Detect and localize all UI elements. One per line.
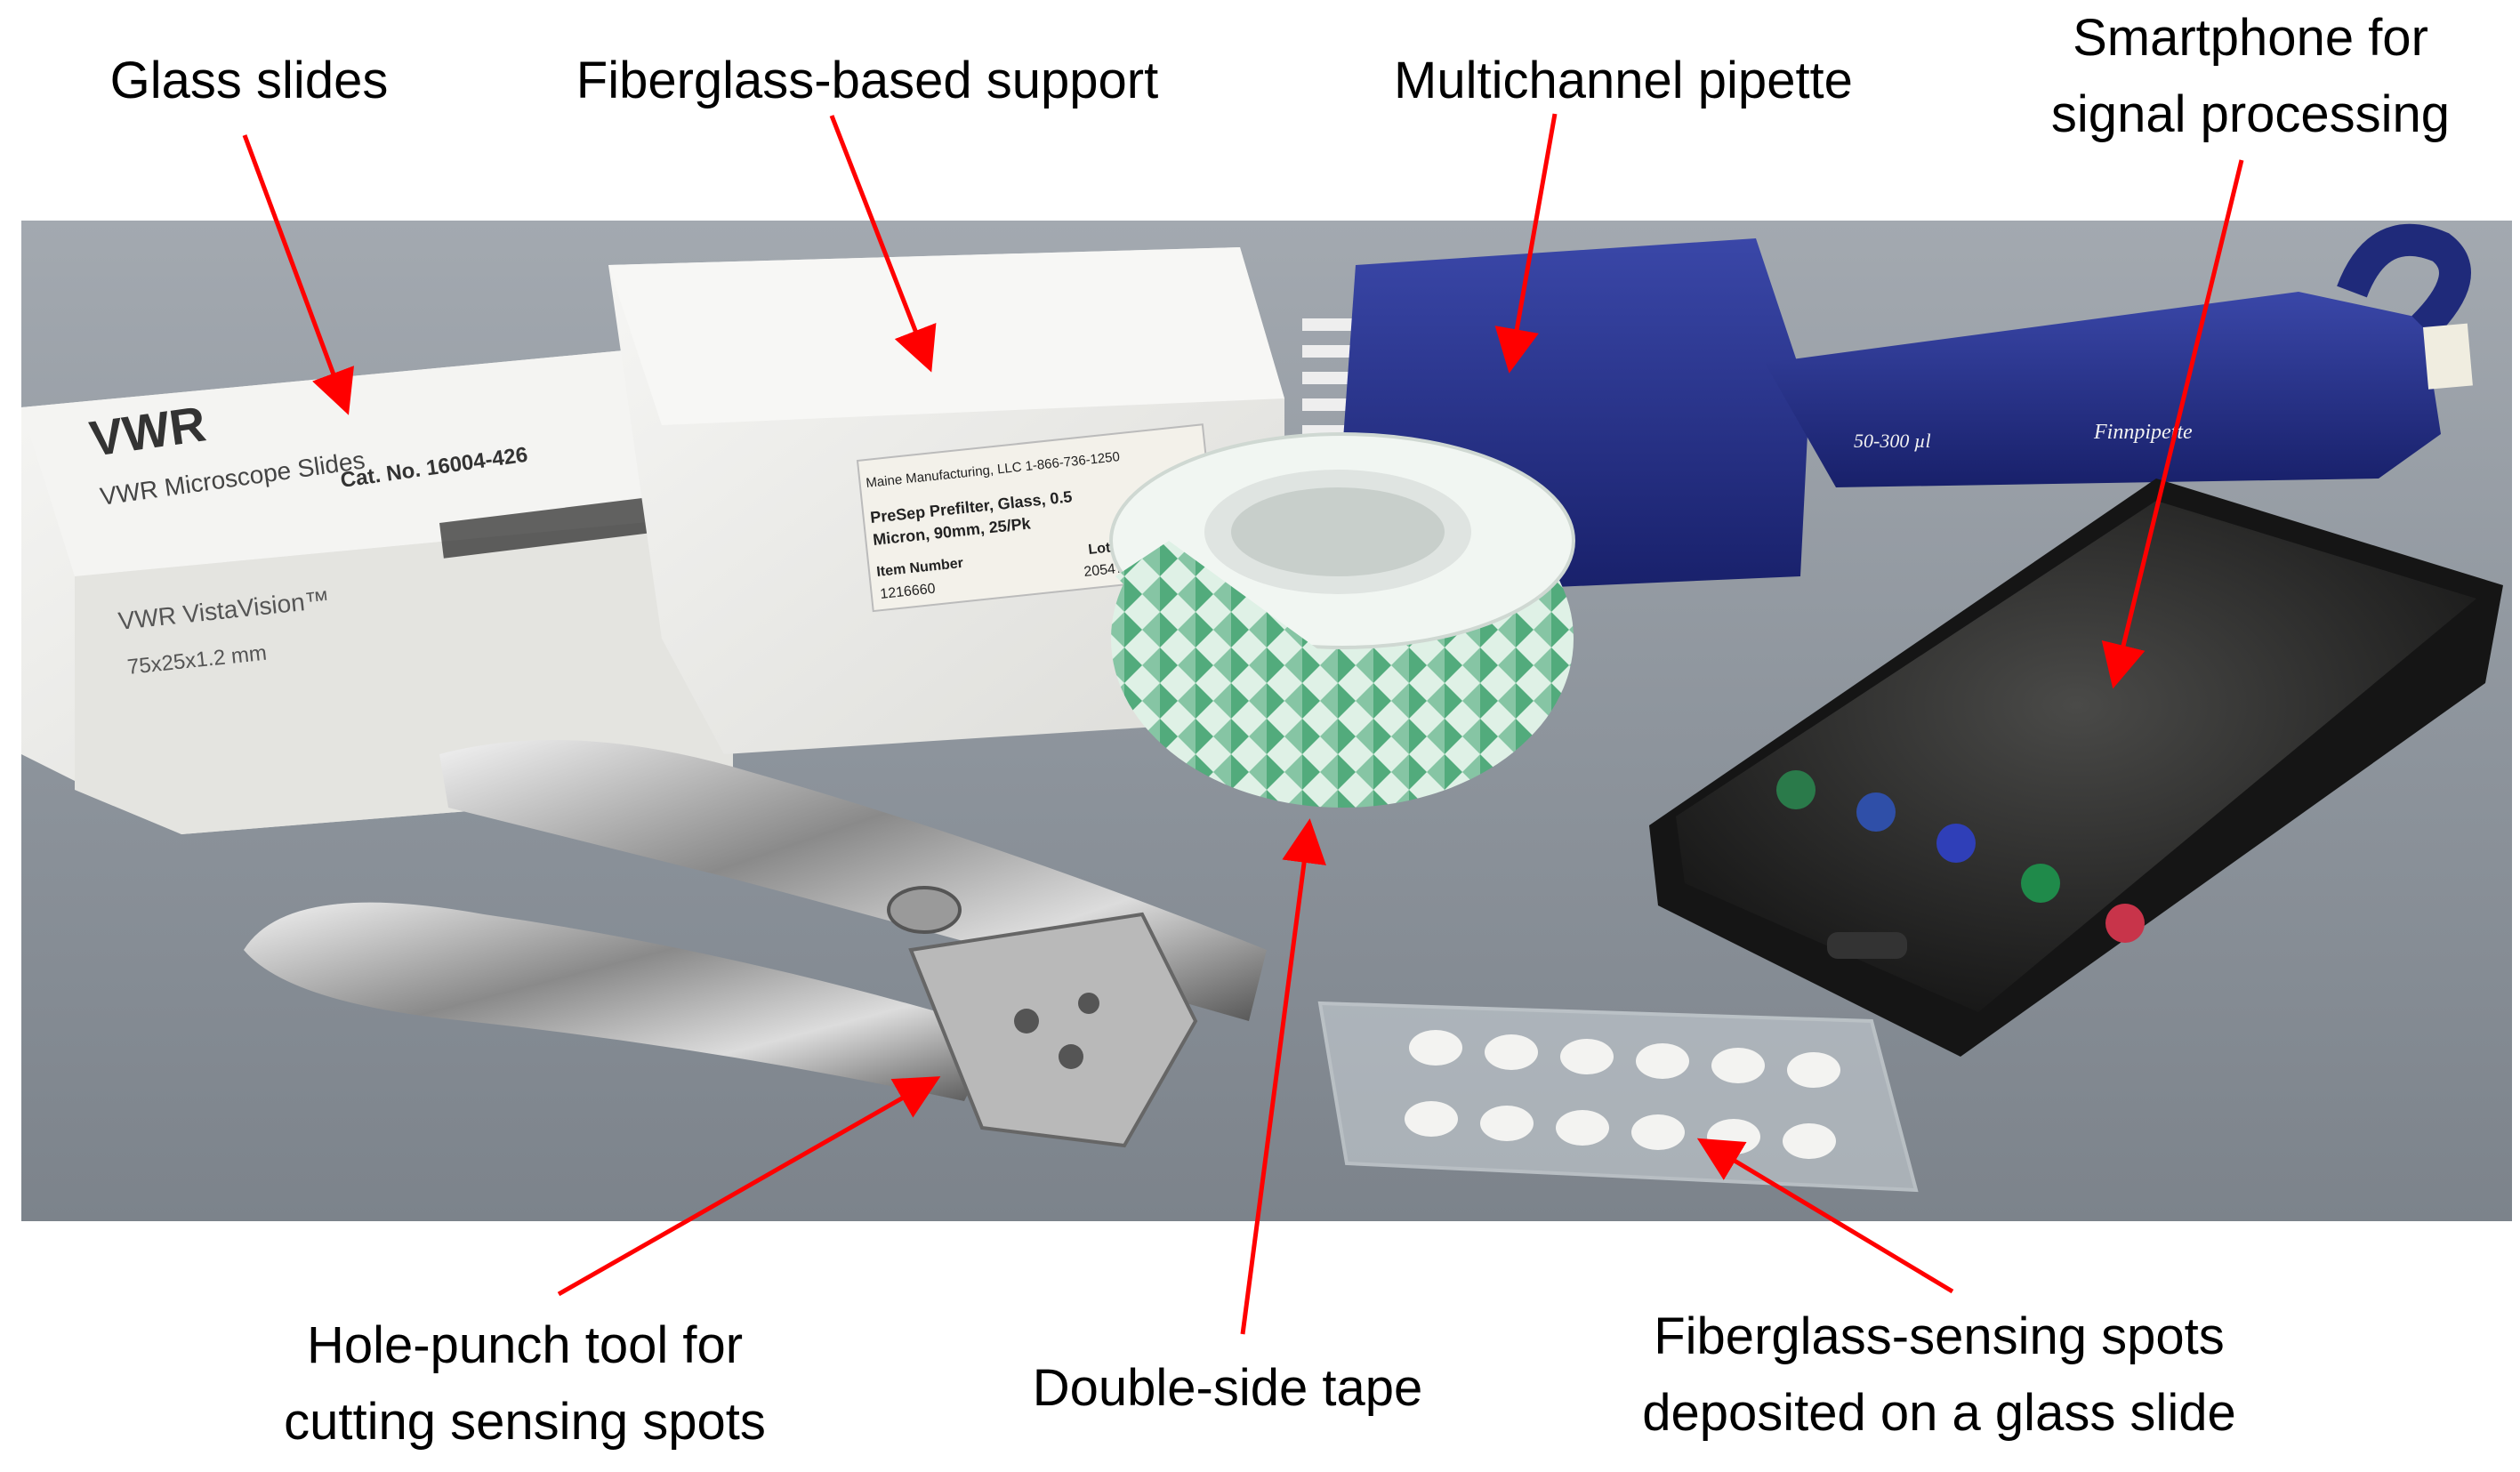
double-side-tape (1109, 432, 1575, 808)
label-smartphone: Smartphone for signal processing (2050, 9, 2451, 143)
label-hole-punch: Hole-punch tool for cutting sensing spot… (284, 1316, 766, 1451)
label-fiberglass-support: Fiberglass-based support (576, 52, 1159, 109)
sensing-spot (1556, 1110, 1609, 1146)
sensing-spot (1711, 1048, 1765, 1083)
sensing-spot (1707, 1119, 1760, 1154)
photo-illustration: VWR VWR Microscope Slides VWR VistaVisio… (21, 221, 2512, 1221)
barcode (439, 496, 656, 559)
sensing-spot (1631, 1114, 1685, 1150)
label-glass-slides: Glass slides (109, 52, 389, 109)
phone-app-icon (1936, 824, 1976, 863)
glass-slides-box: VWR VWR Microscope Slides VWR VistaVisio… (21, 345, 733, 834)
phone-app-icon (2021, 864, 2060, 903)
phone-app-icon (1776, 770, 1816, 809)
label-sensing-spots: Fiberglass-sensing spots deposited on a … (1642, 1307, 2236, 1442)
label-double-side-tape: Double-side tape (1032, 1359, 1423, 1417)
phone-usb-port (1827, 932, 1907, 959)
glass-slide-with-spots (1317, 1001, 1919, 1193)
phone-app-icon (1856, 792, 1896, 832)
smartphone (1649, 479, 2503, 1057)
sensing-spot (1405, 1101, 1458, 1137)
box-item-value: 1216660 (880, 582, 937, 602)
sensing-spot (1560, 1039, 1614, 1074)
pipette-brand-text: Finnpipette (2093, 421, 2193, 444)
sensing-spot (1636, 1043, 1689, 1079)
label-multichannel-pipette: Multichannel pipette (1394, 52, 1853, 109)
hole-punch-tool (244, 740, 1267, 1148)
sensing-spot (1485, 1034, 1538, 1070)
sensing-spot (1480, 1106, 1534, 1141)
lab-photo: VWR VWR Microscope Slides VWR VistaVisio… (21, 221, 2512, 1221)
sensing-spot (1787, 1052, 1840, 1088)
sensing-spot (1783, 1123, 1836, 1159)
sensing-spot (1409, 1030, 1462, 1066)
pipette-volume-text: 50-300 µl (1854, 430, 1931, 452)
phone-app-icon (2105, 904, 2145, 943)
